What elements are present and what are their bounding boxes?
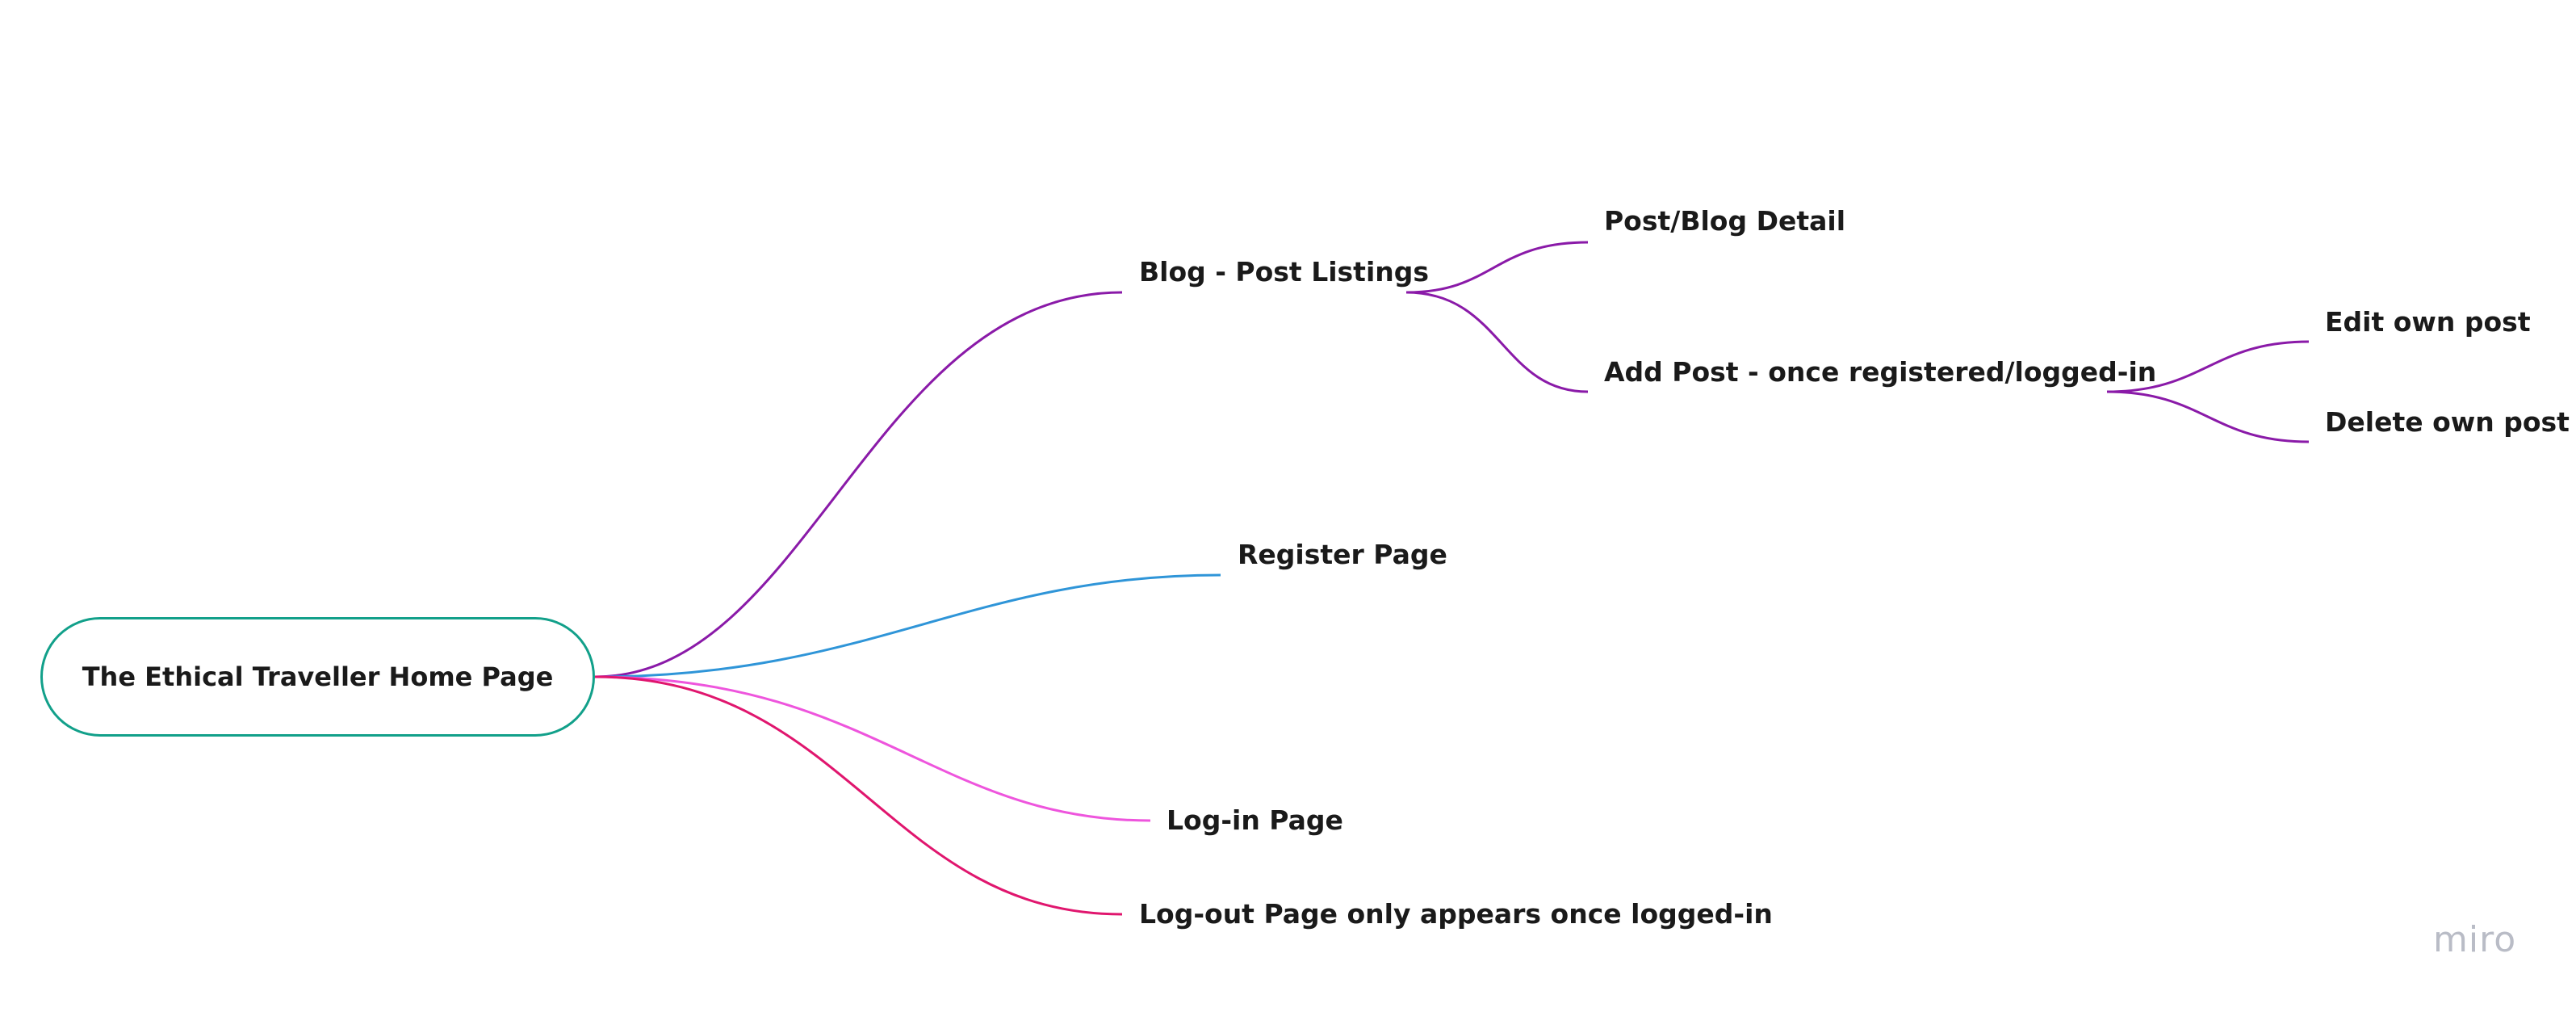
node-logout-page[interactable]: Log-out Page only appears once logged-in <box>1139 898 1773 930</box>
node-blog-post-listings[interactable]: Blog - Post Listings <box>1139 256 1430 288</box>
miro-watermark: miro <box>2433 919 2517 960</box>
node-post-blog-detail[interactable]: Post/Blog Detail <box>1604 205 1846 237</box>
connector-add-post-delete <box>2106 390 2310 443</box>
connector-root-register <box>594 573 1221 678</box>
root-node[interactable]: The Ethical Traveller Home Page <box>40 617 595 737</box>
connector-blog-post-detail <box>1405 241 1589 294</box>
node-register-page[interactable]: Register Page <box>1238 539 1447 570</box>
root-node-label: The Ethical Traveller Home Page <box>82 661 554 692</box>
node-edit-own-post[interactable]: Edit own post <box>2325 306 2531 338</box>
connector-blog-add-post <box>1405 291 1589 393</box>
node-login-page[interactable]: Log-in Page <box>1167 804 1343 836</box>
node-delete-own-post[interactable]: Delete own post <box>2325 406 2570 438</box>
node-add-post[interactable]: Add Post - once registered/logged-in <box>1604 356 2157 388</box>
connector-root-blog <box>594 291 1123 678</box>
connector-root-logout <box>594 675 1123 916</box>
connector-add-post-edit <box>2106 340 2310 393</box>
connector-root-login <box>594 675 1151 822</box>
